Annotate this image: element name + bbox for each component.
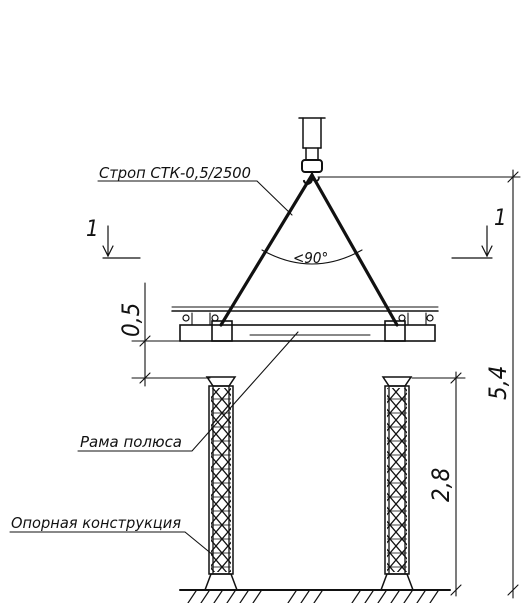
- dimension-label-lift: 0,5: [117, 303, 145, 337]
- angle-arc: [261, 249, 363, 265]
- angle-label: <90°: [293, 249, 328, 267]
- dimension-total-height: [317, 169, 521, 599]
- dimension-lift-height: [131, 282, 216, 387]
- ground-line: [179, 589, 451, 603]
- support-tower-left: [203, 376, 239, 591]
- sling-label: Строп СТК-0,5/2500: [99, 164, 251, 182]
- dimension-label-total: 5,4: [484, 366, 512, 400]
- leader-lines: [9, 180, 299, 556]
- dimension-label-support: 2,8: [427, 468, 455, 502]
- section-mark-left: [102, 225, 141, 259]
- pole-frame: [171, 306, 439, 342]
- section-label-right: 1: [494, 206, 507, 231]
- section-label-left: 1: [86, 217, 99, 242]
- support-label: Опорная конструкция: [11, 514, 181, 532]
- sling-legs: [219, 173, 399, 327]
- section-mark-right: [451, 225, 493, 259]
- dimension-support-height: [411, 371, 466, 597]
- support-tower-right: [379, 376, 415, 591]
- frame-label: Рама полюса: [80, 433, 182, 451]
- crane-hook-icon: [298, 117, 326, 185]
